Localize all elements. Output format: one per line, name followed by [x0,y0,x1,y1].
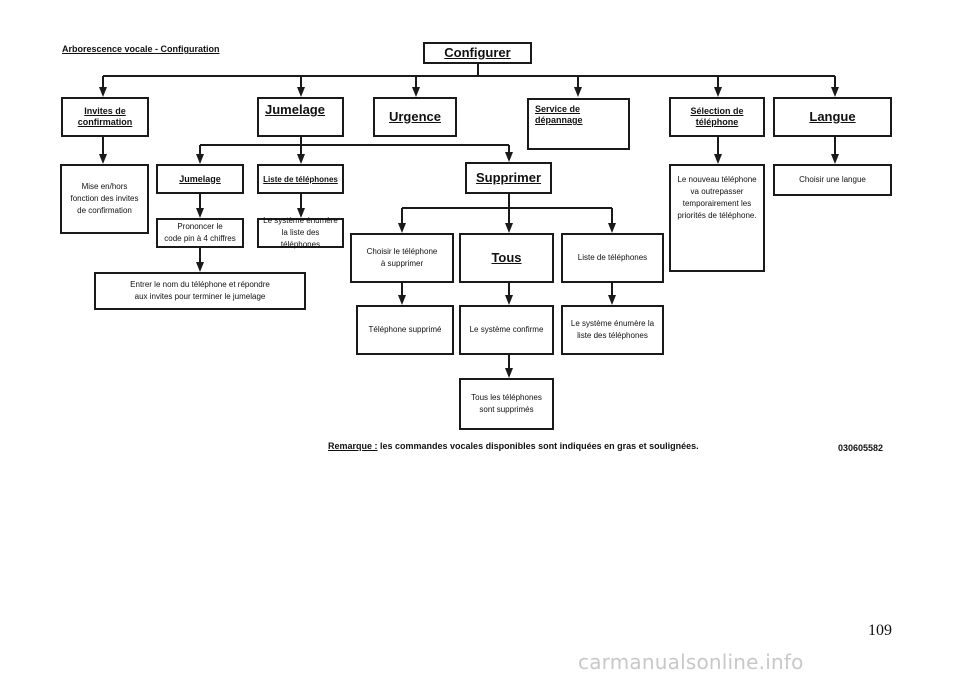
node-configurer: Configurer [423,42,532,64]
arrowhead [297,87,305,97]
node-systeme-confirme-text: Le système confirme [469,325,544,334]
arrowhead [398,295,406,305]
node-configurer-label: Configurer [444,45,511,60]
arrowhead [714,154,722,164]
arrowhead [574,87,582,97]
node-supprimer: Supprimer [465,162,552,194]
node-systeme-enumere2-text: Le système énumère la liste des téléphon… [570,319,655,340]
node-mise-en-hors-text: Mise en/hors fonction des invites de con… [70,182,139,215]
node-systeme-enumere2: Le système énumère la liste des téléphon… [561,305,664,355]
node-systeme-enumere1-text: Le système énumère la liste des téléphon… [263,216,338,249]
arrowhead [608,223,616,233]
node-tous: Tous [459,233,554,283]
remark-label: Remarque : [328,441,378,451]
node-tous-supprimes-text: Tous les téléphones sont supprimés [471,393,542,414]
arrowhead [297,154,305,164]
node-prononcer: Prononcer le code pin à 4 chiffres [156,218,244,248]
node-prononcer-text: Prononcer le code pin à 4 chiffres [164,222,236,243]
arrowhead [412,87,420,97]
arrowhead [196,262,204,272]
page-number: 109 [868,622,892,639]
node-choisir-tel: Choisir le téléphone à supprimer [350,233,454,283]
node-selection: Sélection de téléphone [669,97,765,137]
arrowhead [505,368,513,378]
node-entrer-nom-text: Entrer le nom du téléphone et répondre a… [130,280,270,301]
watermark-text: carmanualsonline.info [578,650,804,674]
arrowhead [99,154,107,164]
node-choisir-langue-text: Choisir une langue [799,175,866,184]
arrowhead [398,223,406,233]
arrowhead [99,87,107,97]
node-service-label: Service de dépannage [535,104,583,125]
node-nouveau-tel: Le nouveau téléphone va outrepasser temp… [669,164,765,272]
node-jumelage-label: Jumelage [265,102,325,117]
node-tous-supprimes: Tous les téléphones sont supprimés [459,378,554,430]
arrowhead [608,295,616,305]
node-supprimer-label: Supprimer [475,170,541,185]
node-langue-label: Langue [809,109,856,124]
node-liste-tel2: Liste de téléphones [561,233,664,283]
node-choisir-langue: Choisir une langue [773,164,892,196]
node-liste-tel: Liste de téléphones [257,164,344,194]
diagram-title: Arborescence vocale - Configuration [62,44,220,54]
arrowhead [505,223,513,233]
node-jumelage-sub-label: Jumelage [179,173,221,184]
node-invites-label: Invites de confirmation [77,106,133,127]
node-tel-supprime: Téléphone supprimé [356,305,454,355]
node-selection-label: Sélection de téléphone [690,106,744,127]
node-tel-supprime-text: Téléphone supprimé [368,325,442,334]
node-entrer-nom: Entrer le nom du téléphone et répondre a… [94,272,306,310]
node-service: Service de dépannage [527,98,630,150]
node-urgence-label: Urgence [388,109,442,124]
arrowhead [505,295,513,305]
arrowhead [196,154,204,164]
arrowhead [831,87,839,97]
node-langue: Langue [773,97,892,137]
node-urgence: Urgence [373,97,457,137]
node-systeme-enumere1: Le système énumère la liste des téléphon… [257,216,344,249]
node-liste-tel-label: Liste de téléphones [263,174,338,184]
reference-code: 030605582 [838,443,884,453]
arrowhead [297,208,305,218]
node-liste-tel2-text: Liste de téléphones [577,253,648,262]
node-jumelage-sub: Jumelage [156,164,244,194]
node-invites: Invites de confirmation [61,97,149,137]
arrowhead [196,208,204,218]
node-tous-label: Tous [491,250,522,265]
arrowhead [831,154,839,164]
arrowhead [714,87,722,97]
node-systeme-confirme: Le système confirme [459,305,554,355]
remark-note: Remarque : les commandes vocales disponi… [328,441,699,451]
node-jumelage: Jumelage [257,97,344,137]
node-mise-en-hors: Mise en/hors fonction des invites de con… [60,164,149,234]
node-choisir-tel-text: Choisir le téléphone à supprimer [366,247,438,268]
node-nouveau-tel-text: Le nouveau téléphone va outrepasser temp… [677,175,757,220]
remark-text: les commandes vocales disponibles sont i… [377,441,699,451]
arrowhead [505,152,513,162]
